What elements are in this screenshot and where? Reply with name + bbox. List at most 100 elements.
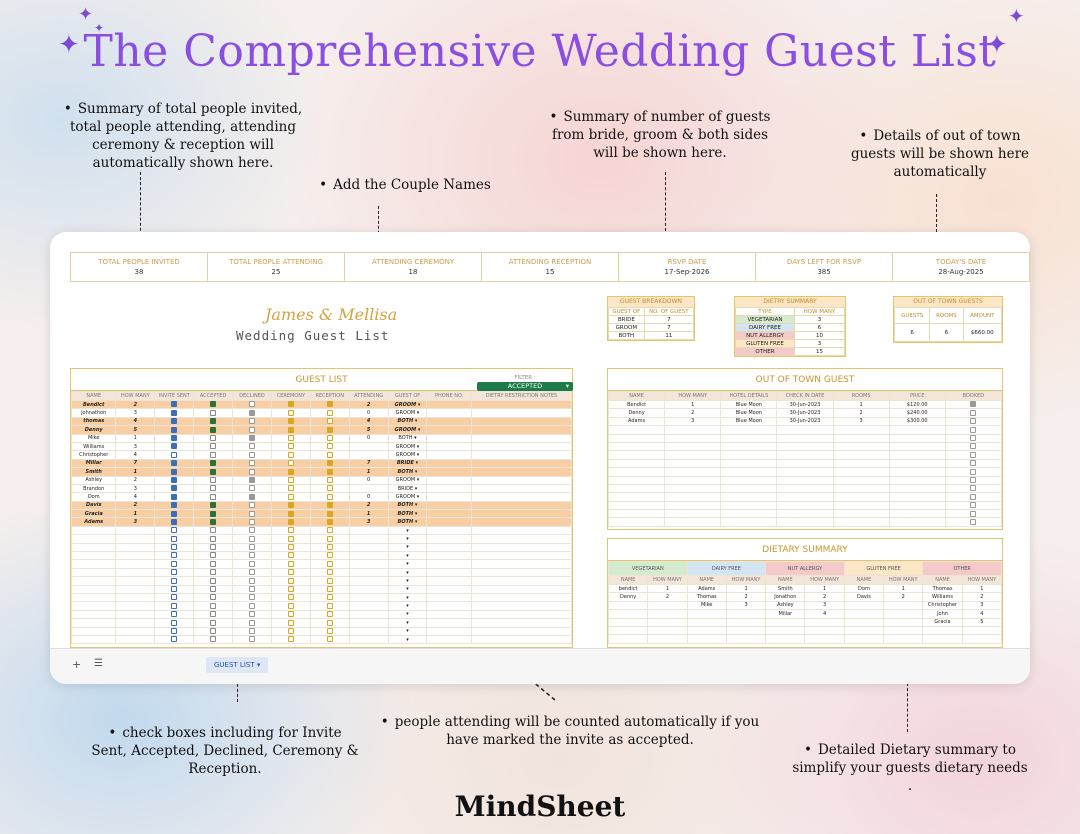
how-many[interactable]: 3 [115,408,156,418]
phone[interactable] [426,509,472,519]
checkbox[interactable] [210,485,217,492]
notes[interactable] [470,559,573,569]
cell[interactable] [664,475,722,485]
cell[interactable] [607,458,666,469]
how-many[interactable]: 7 [115,458,156,469]
checkbox[interactable] [210,544,217,551]
checkbox[interactable] [970,510,977,517]
guest-name[interactable] [70,618,117,628]
how-many[interactable]: 4 [115,450,156,460]
checkbox[interactable] [171,493,178,500]
phone[interactable] [426,626,472,636]
checkbox[interactable] [249,527,255,534]
cell[interactable] [664,483,722,494]
cell[interactable] [888,475,946,485]
how-many[interactable]: 3 [115,483,156,494]
how-many[interactable]: 2 [115,475,156,485]
checkbox[interactable] [326,636,333,643]
checkbox[interactable] [326,560,333,567]
checkbox[interactable] [326,569,333,576]
cell[interactable] [664,433,722,443]
checkbox[interactable] [326,535,333,542]
phone[interactable] [426,634,472,645]
cell[interactable] [888,509,946,519]
checkbox[interactable] [287,451,294,458]
checkbox[interactable] [210,619,217,626]
phone[interactable] [426,601,472,611]
checkbox[interactable] [970,519,977,525]
guest-name[interactable] [70,626,117,636]
checkbox[interactable] [171,519,178,525]
guest-name[interactable]: thomas [70,416,117,427]
checkbox[interactable] [326,510,333,517]
checkbox[interactable] [171,468,178,475]
guest-of[interactable]: GROOM ▾ [387,475,428,485]
phone[interactable] [426,576,472,586]
cell[interactable] [607,475,666,485]
how-many[interactable]: 3 [115,441,156,452]
checkbox[interactable] [249,443,255,450]
guest-name[interactable] [70,592,117,603]
notes[interactable] [470,567,573,578]
checkbox[interactable] [171,477,178,483]
checkbox[interactable] [287,460,294,467]
checkbox[interactable] [287,628,294,634]
cell[interactable]: 2 [664,408,722,418]
guest-of[interactable]: ▾ [387,584,428,595]
guest-name[interactable]: Bendict [70,399,117,410]
guest-of[interactable]: ▾ [387,542,428,553]
checkbox[interactable] [210,594,217,601]
checkbox[interactable] [287,426,294,433]
checkbox[interactable] [326,418,333,425]
checkbox[interactable] [249,560,255,567]
guest-of[interactable]: ▾ [387,525,428,536]
checkbox[interactable] [210,418,217,425]
checkbox[interactable] [249,409,255,416]
checkbox[interactable] [326,602,333,609]
cell[interactable] [720,433,778,443]
notes[interactable] [470,425,573,435]
guest-name[interactable] [70,634,117,645]
phone[interactable] [426,525,472,536]
cell[interactable] [776,458,834,469]
checkbox[interactable] [326,628,333,634]
guest-of[interactable]: ▾ [387,559,428,569]
cell[interactable] [888,467,946,477]
notes[interactable] [470,492,573,502]
checkbox[interactable] [326,544,333,551]
checkbox[interactable] [210,586,217,593]
checkbox[interactable] [210,611,217,618]
checkbox[interactable] [249,435,255,441]
guest-name[interactable] [70,576,117,586]
cell[interactable] [776,509,834,519]
cell[interactable]: 30-Jun-2023 [776,399,834,410]
checkbox[interactable] [287,569,294,576]
phone[interactable] [426,592,472,603]
cell[interactable] [888,425,946,435]
cell[interactable] [832,492,890,502]
checkbox[interactable] [249,451,255,458]
phone[interactable] [426,559,472,569]
checkbox[interactable] [210,527,217,534]
checkbox[interactable] [326,401,333,408]
cell[interactable] [720,483,778,494]
checkbox[interactable] [249,611,255,618]
cell[interactable] [607,450,666,460]
checkbox[interactable] [210,502,217,509]
cell[interactable] [832,467,890,477]
how-many[interactable]: 3 [115,517,156,527]
how-many[interactable]: 1 [115,467,156,477]
checkbox[interactable] [326,409,333,416]
cell[interactable] [607,483,666,494]
guest-of[interactable]: ▾ [387,576,428,586]
cell[interactable] [607,441,666,452]
cell[interactable] [607,467,666,477]
cell[interactable] [888,492,946,502]
how-many[interactable]: 4 [115,492,156,502]
guest-of[interactable]: BRIDE ▾ [387,483,428,494]
cell[interactable] [720,467,778,477]
checkbox[interactable] [171,628,178,634]
checkbox[interactable] [287,485,294,492]
how-many[interactable]: 5 [115,425,156,435]
how-many[interactable] [115,592,156,603]
